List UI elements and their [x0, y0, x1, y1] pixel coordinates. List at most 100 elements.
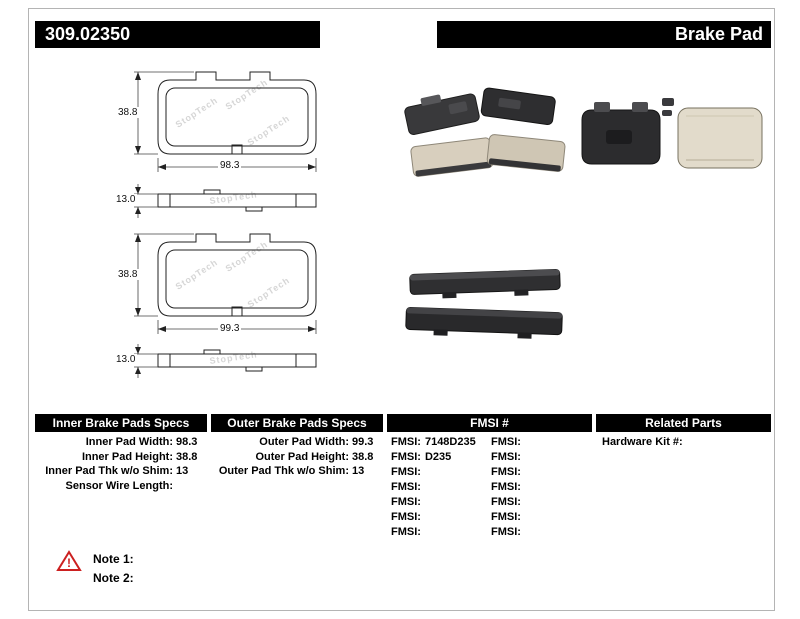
stoptech-watermark: StopTech: [174, 257, 220, 292]
spec-label: Sensor Wire Length:: [65, 479, 173, 492]
fmsi-label: FMSI:: [391, 481, 421, 493]
fmsi-cell: FMSI:: [491, 525, 525, 540]
pad-edge-photo: [409, 268, 561, 299]
fmsi-label: FMSI:: [391, 466, 421, 478]
note-2: Note 2:: [93, 571, 134, 585]
pad-outline: [157, 233, 317, 317]
fmsi-label: FMSI:: [491, 466, 521, 478]
fmsi-row: FMSI: FMSI:: [387, 495, 592, 510]
spec-value: 38.8: [352, 450, 374, 463]
pad-outline: [157, 71, 317, 155]
outer-specs-header: Outer Brake Pads Specs: [211, 414, 383, 432]
fmsi-label: FMSI:: [391, 451, 421, 463]
dim-label-inner-width: 98.3: [218, 160, 242, 171]
fmsi-cell: FMSI: D235: [387, 450, 491, 465]
inner-pad-side-drawing: StopTech: [134, 184, 317, 218]
stoptech-watermark: StopTech: [246, 275, 292, 310]
spec-label: Outer Pad Thk w/o Shim:: [218, 465, 349, 477]
fmsi-row: FMSI: 7148D235 FMSI:: [387, 435, 592, 450]
clip-hardware: [662, 110, 672, 116]
spec-row: Outer Pad Width: 99.3: [211, 435, 383, 450]
fmsi-cell: FMSI:: [491, 435, 525, 450]
stoptech-watermark: StopTech: [174, 95, 220, 130]
spec-value: 38.8: [176, 450, 198, 463]
pad-friction-photo: [410, 137, 494, 177]
fmsi-value: D235: [424, 451, 452, 463]
spec-value: 13: [352, 465, 365, 477]
fmsi-row: FMSI: D235 FMSI:: [387, 450, 592, 465]
pad-backing-photo: [581, 102, 661, 165]
dim-label-outer-width: 99.3: [218, 323, 242, 334]
related-parts-column: Related Parts Hardware Kit #:: [596, 414, 771, 450]
pad-photo-angled-set: [404, 87, 566, 177]
spec-label: Outer Pad Height:: [255, 450, 349, 463]
fmsi-cell: FMSI:: [387, 495, 491, 510]
dimension-lines: [134, 344, 158, 378]
dim-label-outer-height: 38.8: [116, 269, 140, 280]
fmsi-row: FMSI: FMSI:: [387, 480, 592, 495]
spec-label: Inner Pad Thk w/o Shim:: [45, 465, 173, 477]
fmsi-column: FMSI # FMSI: 7148D235 FMSI: FMSI: D235 F…: [387, 414, 592, 540]
spec-row: Inner Pad Thk w/o Shim: 13: [35, 464, 207, 479]
fmsi-value: 7148D235: [424, 436, 476, 448]
pad-outline: [157, 189, 317, 212]
pad-edge-photo: [405, 306, 563, 339]
part-number: 309.02350: [45, 24, 131, 44]
inner-specs-header: Inner Brake Pads Specs: [35, 414, 207, 432]
stoptech-watermark: StopTech: [224, 77, 270, 112]
inner-specs-column: Inner Brake Pads Specs Inner Pad Width: …: [35, 414, 207, 493]
outer-pad-side-drawing: StopTech: [134, 344, 317, 378]
fmsi-cell: FMSI:: [387, 480, 491, 495]
inner-pad-front-drawing: StopTech StopTech StopTech: [134, 71, 317, 172]
pad-photo-flat-pair: [581, 98, 763, 169]
fmsi-cell: FMSI:: [491, 480, 525, 495]
fmsi-cell: FMSI:: [491, 465, 525, 480]
warning-icon: !: [56, 550, 82, 571]
stoptech-watermark: StopTech: [209, 349, 258, 366]
spec-label: Inner Pad Width:: [85, 436, 173, 448]
fmsi-label: FMSI:: [491, 481, 521, 493]
fmsi-cell: FMSI:: [491, 450, 525, 465]
spec-value: 98.3: [176, 436, 198, 448]
spec-row: Inner Pad Width: 98.3: [35, 435, 207, 450]
pad-backing-photo: [480, 87, 556, 126]
spec-row: Hardware Kit #:: [596, 435, 771, 450]
product-title-bar: Brake Pad: [437, 21, 771, 48]
part-number-bar: 309.02350: [35, 21, 320, 48]
stoptech-watermark: StopTech: [224, 239, 270, 274]
fmsi-cell: FMSI:: [387, 525, 491, 540]
fmsi-label: FMSI:: [391, 526, 421, 538]
dimension-arrows: [135, 72, 316, 170]
warning-exclamation: !: [67, 556, 71, 570]
fmsi-label: FMSI:: [491, 451, 521, 463]
dimension-lines: [134, 184, 158, 218]
page-border: [28, 8, 775, 611]
dim-label-inner-height: 38.8: [116, 107, 140, 118]
fmsi-row: FMSI: FMSI:: [387, 465, 592, 480]
spec-row: Outer Pad Thk w/o Shim: 13: [211, 464, 383, 479]
clip-hardware: [662, 98, 674, 106]
dim-label-inner-thickness: 13.0: [114, 194, 138, 205]
pad-photo-edge-pair: [405, 268, 563, 339]
fmsi-row: FMSI: FMSI:: [387, 510, 592, 525]
spec-label: Inner Pad Height:: [81, 450, 173, 463]
dim-label-outer-thickness: 13.0: [114, 354, 138, 365]
fmsi-cell: FMSI:: [491, 510, 525, 525]
fmsi-cell: FMSI:: [491, 495, 525, 510]
pad-backing-photo: [404, 93, 480, 135]
fmsi-cell: FMSI:: [387, 510, 491, 525]
stoptech-watermark: StopTech: [209, 189, 258, 206]
fmsi-label: FMSI:: [491, 526, 521, 538]
dimension-arrows: [135, 234, 316, 332]
spec-value: 13: [176, 465, 189, 477]
fmsi-label: FMSI:: [491, 511, 521, 523]
fmsi-label: FMSI:: [491, 496, 521, 508]
dimension-arrows: [135, 347, 141, 374]
fmsi-label: FMSI:: [491, 436, 521, 448]
pad-friction-photo: [677, 107, 763, 169]
spec-label: Outer Pad Width:: [259, 436, 349, 448]
dimension-arrows: [135, 187, 141, 214]
spec-label: Hardware Kit #:: [602, 436, 683, 448]
fmsi-label: FMSI:: [391, 496, 421, 508]
related-parts-header: Related Parts: [596, 414, 771, 432]
